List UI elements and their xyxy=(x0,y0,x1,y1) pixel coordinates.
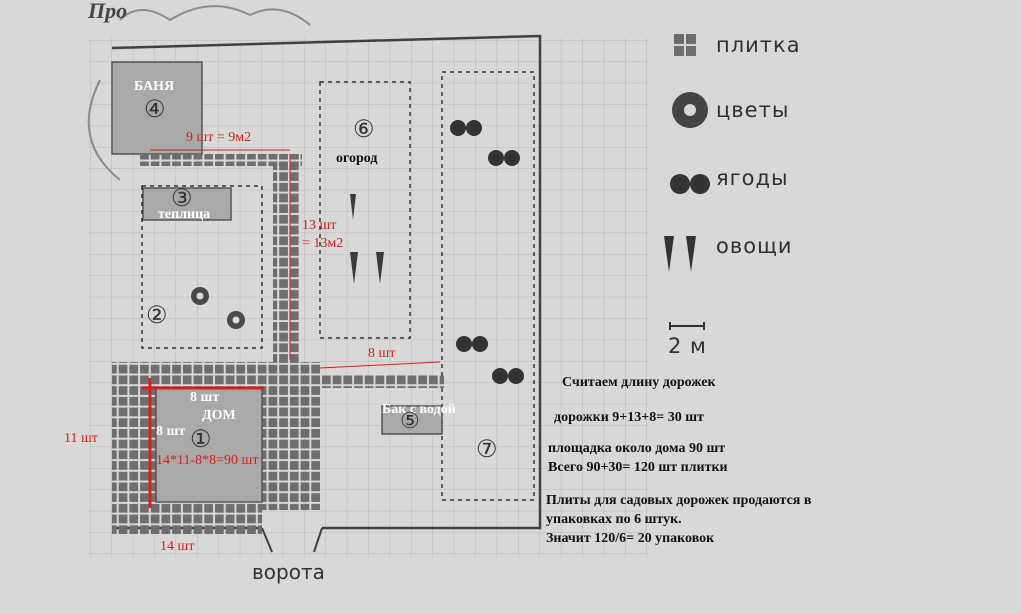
solution-line-6: упаковках по 6 штук. xyxy=(546,512,682,527)
house-bottom-tiles xyxy=(112,510,262,534)
zone-7-outline xyxy=(441,71,535,501)
top-path-annotation: 9 шт = 9м2 xyxy=(186,130,252,145)
solution-line-4: Всего 90+30= 120 шт плитки xyxy=(548,460,728,475)
zone-6-name: огород xyxy=(336,151,378,166)
solution-line-3: площадка около дома 90 шт xyxy=(548,441,726,456)
carrot-legend-icon xyxy=(664,236,696,272)
vertical-path-annotation-1: 13 шт xyxy=(302,218,337,233)
legend-vegetables-label: овощи xyxy=(716,234,793,258)
house-block xyxy=(155,387,263,503)
flower-icon xyxy=(227,311,245,329)
solution-line-2: дорожки 9+13+8= 30 шт xyxy=(554,410,704,425)
solution-line-1: Считаем длину дорожек xyxy=(562,375,716,390)
scribble-top xyxy=(119,5,311,26)
zone-6-outline xyxy=(319,81,411,339)
legend-berries-label: ягоды xyxy=(716,166,789,190)
zone-3-number: ③ xyxy=(171,186,193,212)
house-left-annotation: 11 шт xyxy=(64,431,98,446)
zone-4-name: БАНЯ xyxy=(134,79,175,94)
flower-icon xyxy=(191,287,209,305)
carrot-icons xyxy=(350,194,384,284)
house-formula-annotation: 14*11-8*8=90 шт xyxy=(156,453,259,468)
flower-legend-icon xyxy=(672,92,708,128)
gate-post-left xyxy=(261,527,273,553)
header-cutoff: Про xyxy=(88,0,128,23)
zone-1-number: ① xyxy=(190,427,212,453)
zone-6-number: ⑥ xyxy=(353,117,375,143)
right-path-tiles xyxy=(320,374,444,388)
solution-line-5: Плиты для садовых дорожек продаются в xyxy=(546,493,812,508)
tile-legend-icon xyxy=(674,34,696,56)
scribble-left xyxy=(87,79,121,181)
house-inner-left-annotation: 8 шт xyxy=(156,424,186,439)
house-bottom-annotation: 14 шт xyxy=(160,539,195,554)
water-tank-block xyxy=(381,405,443,435)
zone-1-name: ДОМ xyxy=(202,408,236,423)
gate-label: ворота xyxy=(252,560,325,584)
zone-5-number: ⑤ xyxy=(400,408,420,433)
legend-tile-label: плитка xyxy=(716,33,801,57)
zone-2-number: ② xyxy=(146,303,168,329)
vertical-path-annotation-2: = 13м2 xyxy=(302,236,344,251)
greenhouse-block xyxy=(142,187,232,221)
bathhouse-block xyxy=(111,61,203,155)
berry-legend-icon xyxy=(670,174,710,194)
top-path-tiles xyxy=(140,154,302,166)
right-path-annotation: 8 шт xyxy=(368,346,396,361)
legend-flowers-label: цветы xyxy=(716,98,790,122)
solution-line-7: Значит 120/6= 20 упаковок xyxy=(546,531,715,546)
house-inner-top-annotation: 8 шт xyxy=(190,390,220,405)
legend-scale-label: 2 м xyxy=(668,334,707,358)
zone-3-name: теплица xyxy=(158,207,211,222)
scale-bar xyxy=(669,322,705,330)
zone-4-number: ④ xyxy=(144,97,166,123)
gate-post-right xyxy=(313,527,323,553)
zone-7-number: ⑦ xyxy=(476,437,498,463)
berry-icons xyxy=(450,120,524,384)
vertical-path-tiles xyxy=(273,154,300,364)
zone-2-outline xyxy=(141,185,263,349)
zone-5-name: Бак с водой xyxy=(382,402,456,417)
red-line-right-path xyxy=(319,361,441,369)
